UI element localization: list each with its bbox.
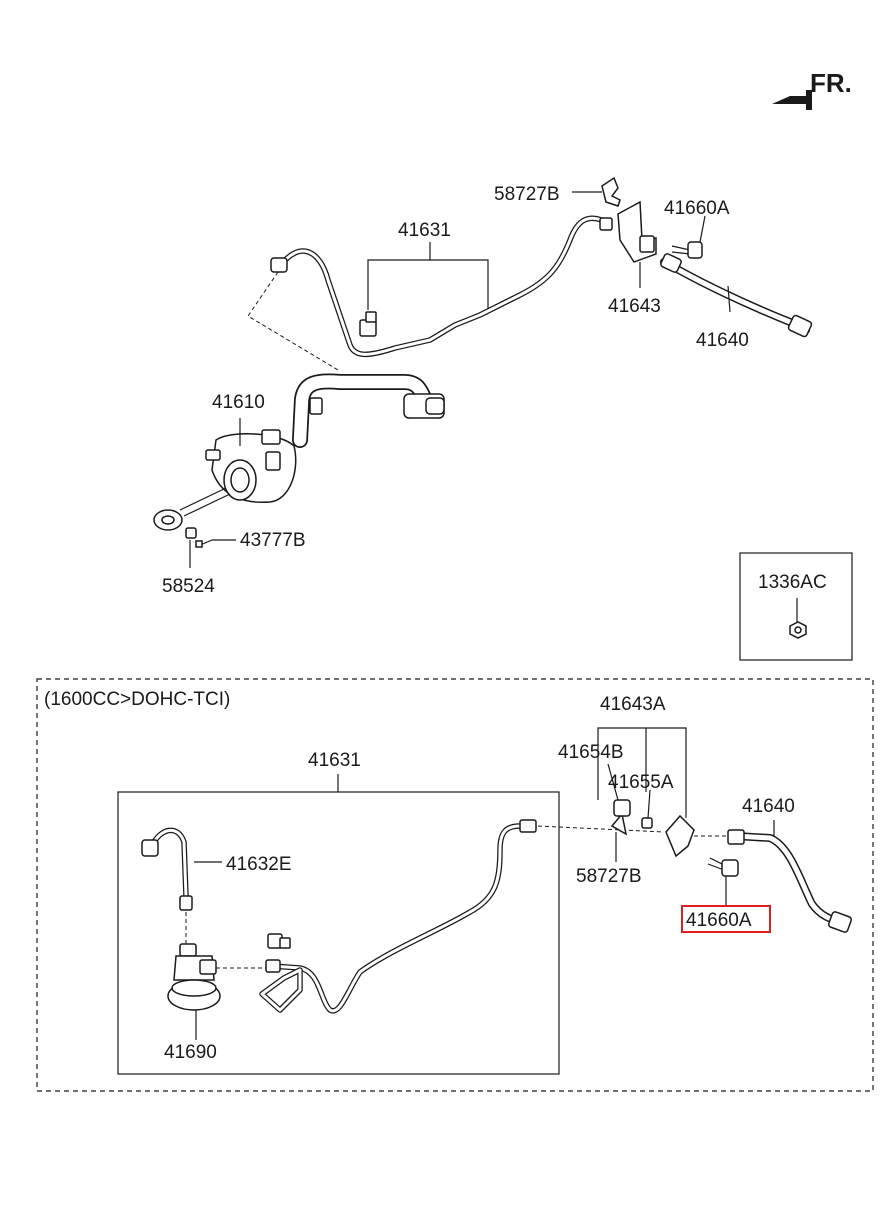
front-direction-indicator: FR.: [772, 68, 852, 110]
label-41654B: 41654B: [558, 742, 624, 763]
leaders-lower: [194, 727, 775, 1040]
hose-41640-bottom: [694, 829, 853, 933]
bracket-41643: [617, 200, 657, 263]
label-58524: 58524: [162, 576, 215, 597]
reservoir-41690: [167, 943, 268, 1011]
label-43777B: 43777B: [240, 530, 306, 551]
front-arrow-icon: [772, 90, 812, 110]
pin-43777B: [195, 539, 213, 548]
master-cylinder-41610: [153, 373, 445, 531]
clip-58524: [185, 527, 197, 539]
label-41660A-top: 41660A: [664, 198, 730, 219]
upper-assembly: 58727B 41660A 41631 41643 41640 41610 43…: [153, 176, 813, 597]
lower-clutch-tube: [259, 819, 537, 1014]
label-41631-bottom: 41631: [308, 750, 361, 771]
label-1336AC: 1336AC: [758, 572, 827, 593]
front-direction-label: FR.: [810, 68, 852, 98]
label-41660A-bottom[interactable]: 41660A: [686, 910, 752, 931]
label-41643A: 41643A: [600, 694, 666, 715]
label-41631-top: 41631: [398, 220, 451, 241]
tube-41632E: [141, 827, 193, 944]
label-41640-bottom: 41640: [742, 796, 795, 817]
bracket-41643A: [610, 799, 695, 858]
label-58727B-bottom: 58727B: [576, 866, 642, 887]
variant-assembly: (1600CC>DOHC-TCI) 41631: [36, 678, 874, 1092]
hose-41640-top: [660, 253, 813, 338]
clip-58727B-top: [601, 176, 621, 207]
label-41632E: 41632E: [226, 854, 292, 875]
label-41655A: 41655A: [608, 772, 674, 793]
label-41640-top: 41640: [696, 330, 749, 351]
label-58727B-top: 58727B: [494, 184, 560, 205]
variant-label: (1600CC>DOHC-TCI): [44, 689, 230, 710]
label-41643: 41643: [608, 296, 661, 317]
tube-group-box: [117, 791, 560, 1075]
upper-clutch-tube: [270, 215, 613, 358]
part-box-1336AC: 1336AC: [739, 552, 853, 661]
bolt-41660A-bottom: [707, 857, 739, 877]
label-41690: 41690: [164, 1042, 217, 1063]
bolt-41660A-top: [671, 241, 703, 259]
label-41610: 41610: [212, 392, 265, 413]
leaders-upper: [189, 191, 731, 568]
highlight-box-41660A: [681, 905, 771, 933]
